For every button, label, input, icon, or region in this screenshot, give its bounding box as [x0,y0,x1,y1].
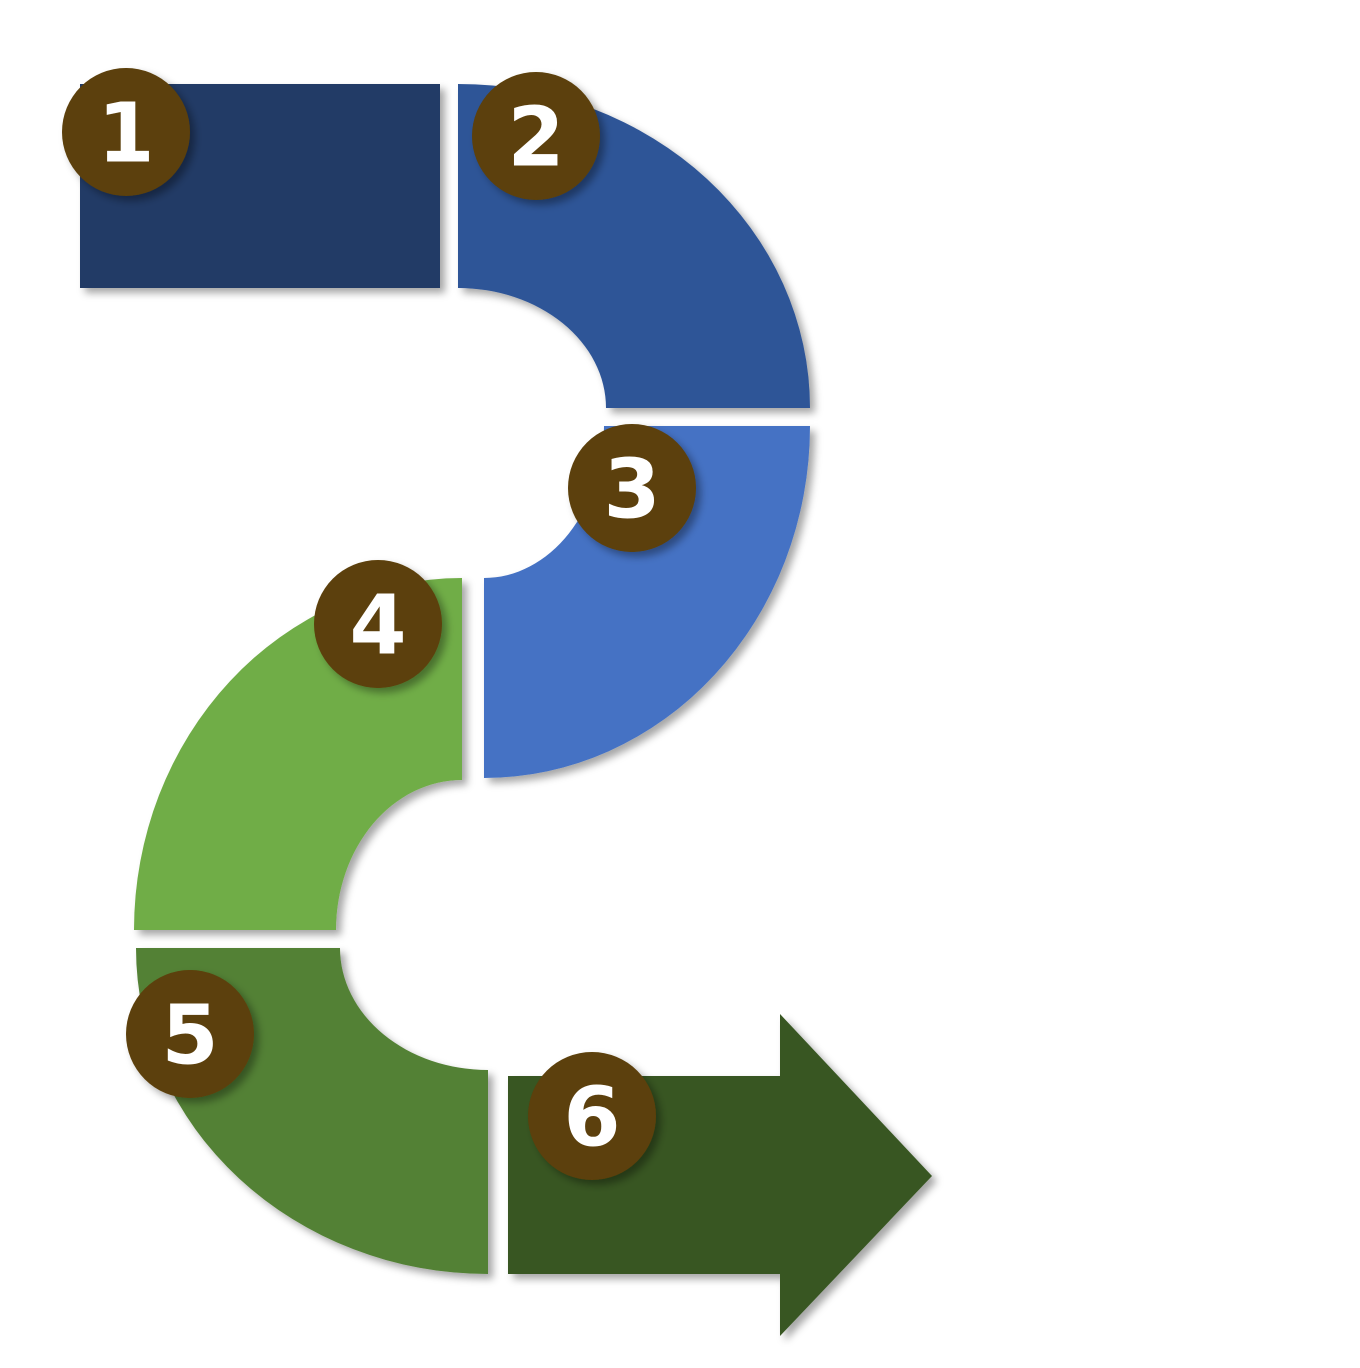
step-2-number: 2 [507,91,564,186]
step-6-badge: 6 [528,1052,656,1180]
step-4-number: 4 [349,579,406,674]
step-3-badge: 3 [568,424,696,552]
step-6-number: 6 [563,1071,620,1166]
badge-circle [126,970,254,1098]
step-5-number: 5 [161,989,218,1084]
step-1-number: 1 [97,87,154,182]
step-4-badge: 4 [314,560,442,688]
badge-circle [568,424,696,552]
step-5-badge: 5 [126,970,254,1098]
badge-circle [62,68,190,196]
step-3-number: 3 [603,443,660,538]
badge-circle [528,1052,656,1180]
step-1-badge: 1 [62,68,190,196]
step-3-segment [484,426,810,778]
badge-circle [314,560,442,688]
badge-circle [472,72,600,200]
step-2-badge: 2 [472,72,600,200]
